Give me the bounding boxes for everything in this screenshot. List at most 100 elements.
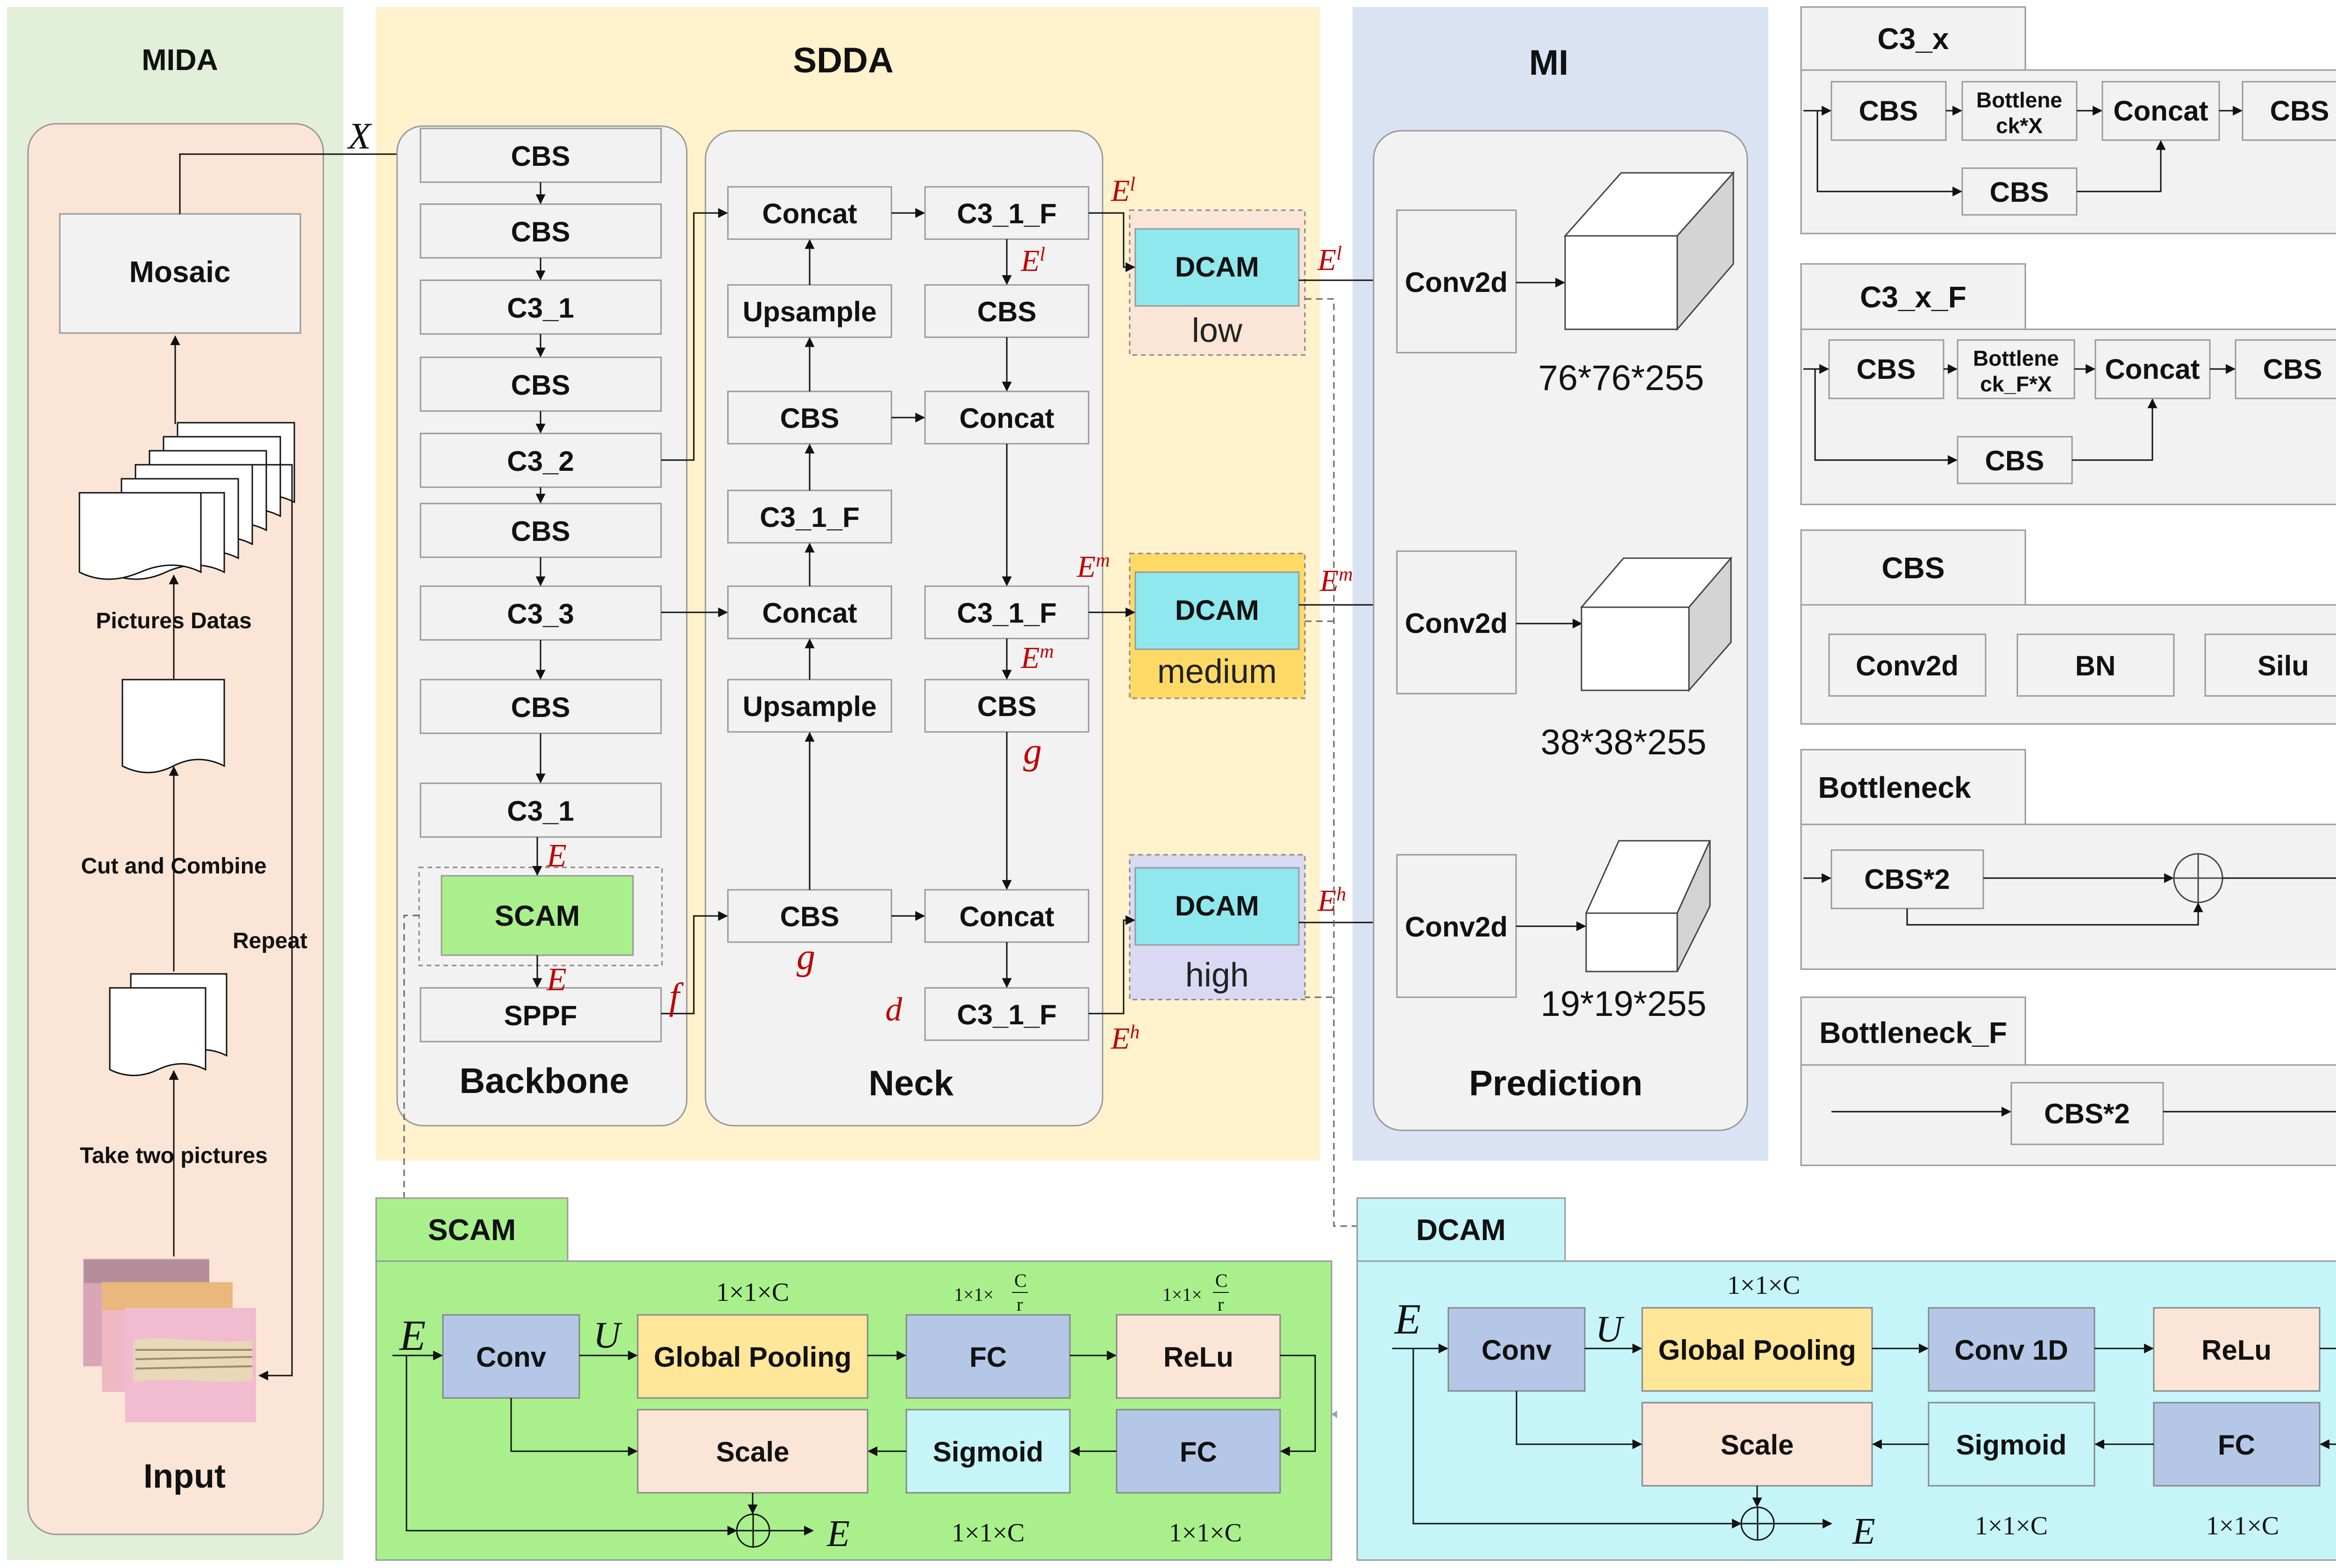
legend-c3xf-bott-l2: ck_F*X: [1980, 372, 2052, 396]
backbone-c3-1b-label: C3_1: [507, 795, 574, 827]
dcam-conv1d-label: Conv 1D: [1954, 1334, 2068, 1366]
dcam-relu: [2153, 1307, 2321, 1392]
neck-concat-r1: [924, 390, 1090, 445]
dcam-dim-gp: 1×1×C: [1727, 1271, 1801, 1300]
scam-sigmoid-label: Sigmoid: [933, 1436, 1044, 1468]
scam-sigmoid: [905, 1409, 1071, 1494]
dcam-conv: [1447, 1307, 1586, 1392]
legend-cbs-bn-label: BN: [2075, 650, 2116, 681]
scam-dim-fc2: 1×1×C: [1169, 1518, 1242, 1547]
scam-relu-label: ReLu: [1163, 1341, 1233, 1373]
legend-bottleneck-tab: [1800, 749, 2026, 825]
dcam-gp-label: Global Pooling: [1658, 1334, 1856, 1366]
neck-upsample-1-label: Upsample: [743, 296, 877, 327]
scam-dashed-link: [403, 915, 419, 1210]
legend-c3x-cbs3-label: CBS: [1990, 177, 2049, 208]
output-dim-2: 38*38*255: [1540, 723, 1706, 762]
legend-c3xf-tab: [1800, 263, 2026, 330]
neck-cbs-mid: [924, 679, 1090, 733]
scam-dim-fc1-num: C: [1014, 1270, 1027, 1291]
neck-concat-2-label: Concat: [762, 597, 857, 629]
scam-detail-tab: [375, 1197, 569, 1262]
backbone-c3-2: [420, 433, 662, 488]
pred-conv-3-label: Conv2d: [1405, 911, 1508, 943]
legend-cbs-conv2d: [1828, 633, 1987, 697]
dcam-sigmoid-label: Sigmoid: [1956, 1429, 2067, 1461]
scam-conv: [442, 1314, 580, 1399]
e-after-scam: E: [546, 962, 567, 998]
sdda-title: SDDA: [793, 41, 893, 80]
neck-cbs-1-label: CBS: [780, 403, 840, 434]
legend-c3xf-cbs1: [1828, 339, 1944, 399]
backbone-cbs-0-label: CBS: [511, 141, 570, 172]
neck-concat-r2-label: Concat: [959, 901, 1054, 932]
neck-cbs-2-label: CBS: [780, 901, 840, 932]
dcam-dashed-link: [1305, 298, 1335, 998]
dcam-medium-label: DCAM: [1175, 595, 1259, 626]
dcam-detail-tab: [1356, 1197, 1566, 1262]
dcam-high-tag: high: [1185, 957, 1249, 994]
neck-em-left: Em: [1076, 550, 1110, 584]
backbone-title: Backbone: [459, 1061, 629, 1101]
pred-conv-1-label: Conv2d: [1405, 267, 1508, 298]
pred-eh: Eh: [1317, 884, 1346, 918]
legend-bottleneck-cbs-label: CBS*2: [1864, 864, 1950, 895]
legend-c3x-title: C3_x: [1878, 22, 1949, 56]
e-after-c31: E: [546, 838, 567, 874]
dcam-high: [1134, 867, 1300, 946]
legend-cbs-tab: [1800, 529, 2026, 606]
legend-c3xf-title: C3_x_F: [1860, 280, 1966, 314]
neck-c3f-mid-label: C3_1_F: [957, 597, 1056, 629]
legend-c3x-tab: [1800, 6, 2026, 71]
document-icon: [121, 679, 225, 773]
dcam-u: U: [1595, 1309, 1625, 1350]
legend-c3x-bottleneck: [1961, 81, 2078, 141]
scam-conv-label: Conv: [476, 1341, 547, 1373]
backbone-cbs-0: [420, 128, 662, 183]
scam-e-in: E: [399, 1312, 426, 1359]
dcam-medium: [1134, 571, 1300, 650]
x-symbol: X: [347, 116, 372, 157]
output-cube-1: [1563, 171, 1735, 332]
dcam-e-out: E: [1852, 1511, 1875, 1552]
legend-c3xf-cbs2: [2235, 339, 2336, 399]
input-images: [83, 1259, 256, 1422]
dcam-scale-label: Scale: [1721, 1429, 1794, 1461]
neck-cbs-top-label: CBS: [977, 296, 1037, 327]
legend-c3xf-cbs1-label: CBS: [1857, 354, 1916, 385]
legend-c3x-concat-label: Concat: [2113, 95, 2208, 127]
scam-fc1-label: FC: [969, 1341, 1007, 1373]
dcam-low-tag: low: [1192, 312, 1243, 349]
neck-title: Neck: [869, 1064, 954, 1103]
legend-cbs-silu-label: Silu: [2258, 650, 2309, 681]
legend-c3x-cbs1-label: CBS: [1859, 95, 1918, 127]
neck-c3f-top-label: C3_1_F: [957, 198, 1056, 229]
legend-c3xf-concat: [2094, 339, 2211, 399]
dcam-global-pooling: [1641, 1307, 1873, 1392]
scam-dim-gp: 1×1×C: [716, 1278, 790, 1307]
neck-el-cbs: El: [1020, 244, 1045, 278]
legend-c3x-cbs1: [1830, 81, 1947, 141]
backbone-scam-label: SCAM: [495, 900, 580, 932]
dcam-high-label: DCAM: [1175, 890, 1259, 922]
neck-c3f-bot: [924, 987, 1090, 1041]
backbone-sppf-label: SPPF: [504, 1000, 577, 1031]
two-documents-icon: [109, 973, 228, 1076]
dcam-fc: [2153, 1402, 2321, 1487]
legend-c3xf-cbs2-label: CBS: [2263, 354, 2322, 385]
neck-cbs-top: [924, 284, 1090, 338]
scam-e-out: E: [826, 1513, 850, 1554]
scam-dim-relu: 1×1×: [1162, 1284, 1202, 1305]
legend-c3x-cbs2-label: CBS: [2270, 95, 2329, 127]
input-label: Input: [143, 1458, 226, 1495]
legend-bottleneckf-title: Bottleneck_F: [1819, 1016, 2007, 1050]
neck-c3f-1: [727, 490, 892, 544]
dcam-detail-title: DCAM: [1416, 1213, 1506, 1247]
scam-scale-label: Scale: [716, 1436, 790, 1468]
backbone-column: CBS CBS C3_1 CBS C3_2 CBS C3_3 CBS C3_1: [420, 128, 662, 838]
dcam-dashed-link-3: [1333, 997, 1357, 1227]
neck-eh: Eh: [1111, 1022, 1140, 1056]
neck-el-top: El: [1111, 174, 1135, 208]
neck-c3f-1-label: C3_1_F: [760, 502, 859, 533]
legend-bottleneckf-panel: [1800, 1064, 2336, 1166]
